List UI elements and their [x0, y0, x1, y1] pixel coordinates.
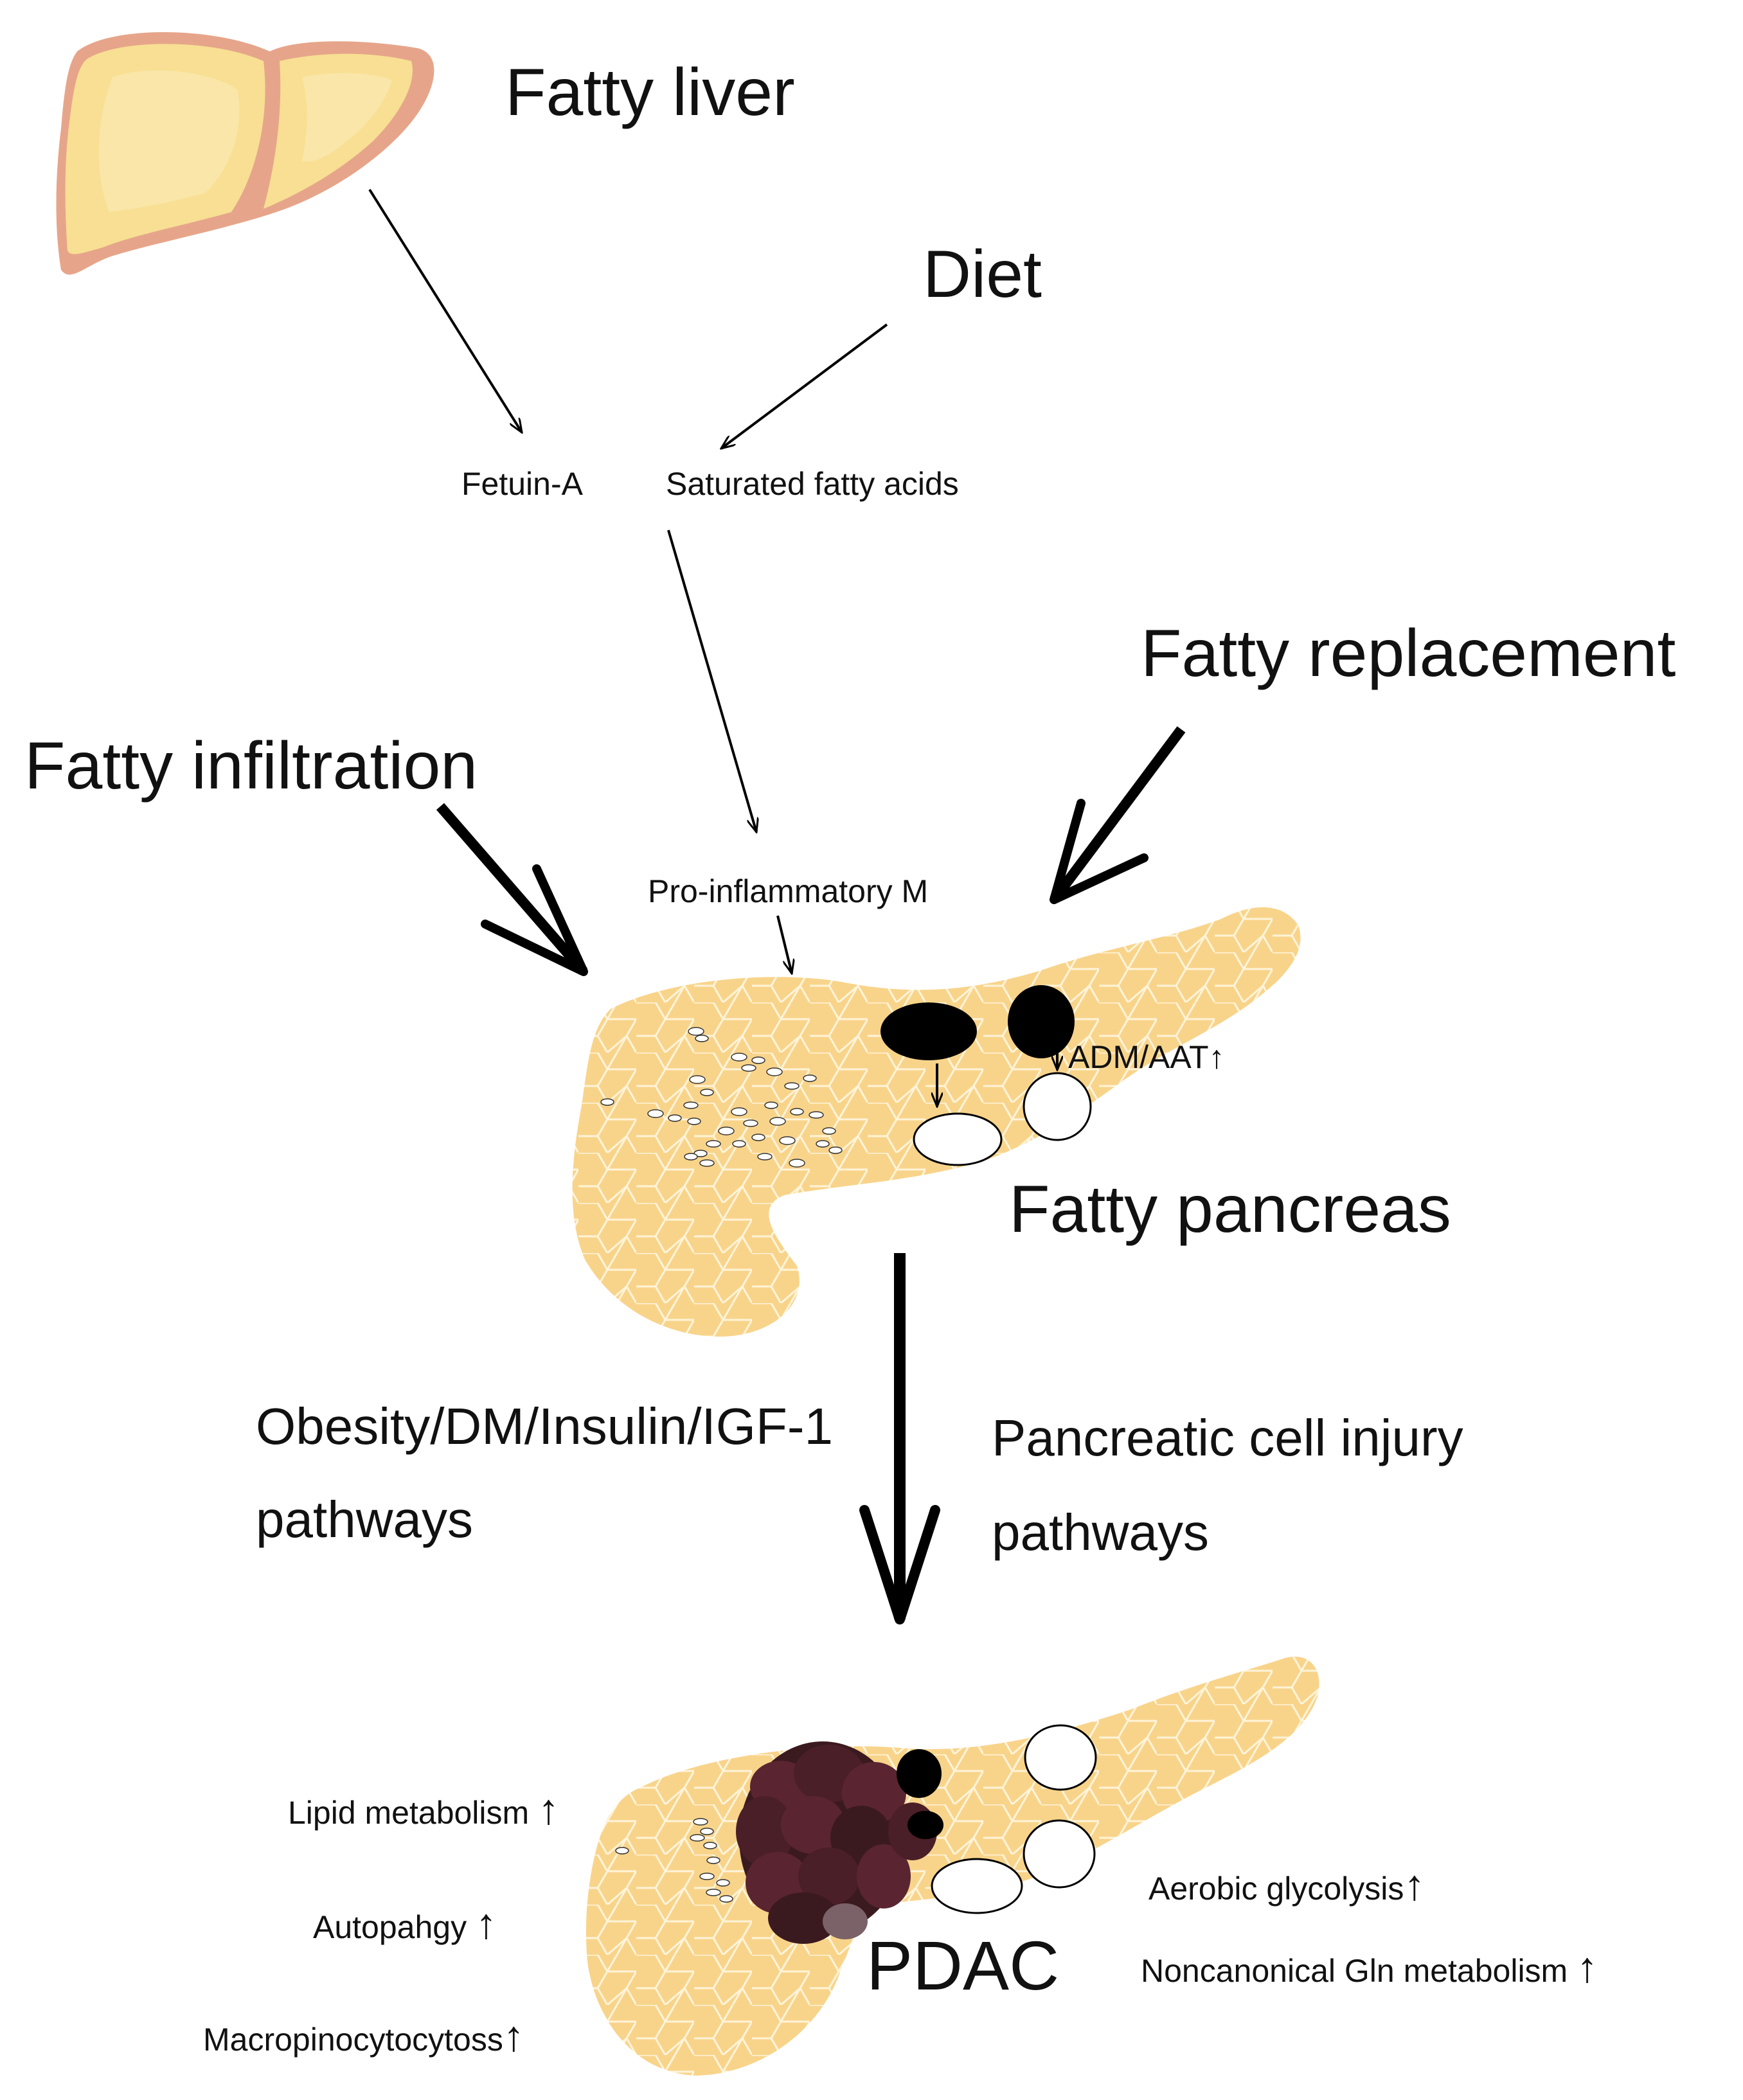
label-noncanonical-gln: Noncanonical Gln metabolism ↑ [1141, 1946, 1598, 1988]
black-cell [880, 1002, 977, 1060]
aerobic-glycolysis-text: Aerobic glycolysis [1149, 1871, 1404, 1907]
arrow-fatty-acids-to-macrophage [667, 529, 756, 832]
macropinocytosis-text: Macropinocytocytoss [203, 2022, 503, 2058]
label-fatty-replacement: Fatty replacement [1141, 616, 1676, 691]
label-injury-pathways-line2: pathways [992, 1504, 1209, 1561]
label-pdac: PDAC [866, 1926, 1060, 2004]
label-obesity-pathways-line1: Obesity/DM/Insulin/IGF-1 [256, 1398, 834, 1455]
label-aerobic-glycolysis: Aerobic glycolysis↑ [1149, 1864, 1425, 1906]
fatty-pancreas-illustration [572, 907, 1301, 1337]
white-cell [913, 1112, 1003, 1166]
label-fatty-infiltration: Fatty infiltration [24, 729, 478, 803]
black-cell [1008, 985, 1075, 1058]
up-arrow-icon: ↑ [476, 1900, 497, 1947]
arrow-fatty-infiltration [436, 803, 588, 976]
arrow-macrophage-to-pancreas [776, 915, 792, 974]
up-arrow-icon: ↑ [503, 2012, 524, 2060]
up-arrow-icon: ↑ [1404, 1861, 1426, 1909]
label-autophagy: Autopahgy ↑ [313, 1902, 497, 1944]
label-macropinocytosis: Macropinocytocytoss↑ [203, 2015, 524, 2057]
label-pro-inflammatory-m: Pro-inflammatory M [648, 873, 929, 909]
arrow-fatty-replacement [1050, 726, 1186, 904]
lipid-metabolism-text: Lipid metabolism [288, 1795, 530, 1831]
arrow-diet-to-fatty-acids [721, 323, 888, 449]
adm-aat-text: ADM/AAT [1068, 1039, 1209, 1075]
label-fatty-pancreas: Fatty pancreas [1009, 1172, 1451, 1247]
up-arrow-icon: ↑ [1208, 1039, 1225, 1075]
white-cell [1023, 1072, 1092, 1141]
liver-icon [56, 32, 434, 275]
arrow-pancreas-to-pdac [859, 1253, 940, 1624]
label-saturated-fatty-acids: Saturated fatty acids [666, 466, 959, 502]
label-lipid-metabolism: Lipid metabolism ↑ [288, 1788, 559, 1830]
pdac-pancreas-illustration [585, 1657, 1319, 2076]
up-arrow-icon: ↑ [1577, 1943, 1598, 1991]
arrow-liver-to-fetuin [368, 188, 522, 432]
label-fatty-liver: Fatty liver [505, 55, 795, 130]
up-arrow-icon: ↑ [538, 1785, 560, 1833]
label-obesity-pathways-line2: pathways [256, 1491, 473, 1548]
label-injury-pathways-line1: Pancreatic cell injury [992, 1409, 1463, 1466]
label-adm-aat: ADM/AAT↑ [1068, 1041, 1225, 1073]
autophagy-text: Autopahgy [313, 1909, 467, 1945]
noncanonical-gln-text: Noncanonical Gln metabolism [1141, 1953, 1568, 1989]
tumor-mass [736, 1741, 943, 1944]
label-diet: Diet [923, 237, 1042, 312]
label-fetuin-a: Fetuin-A [461, 466, 583, 502]
